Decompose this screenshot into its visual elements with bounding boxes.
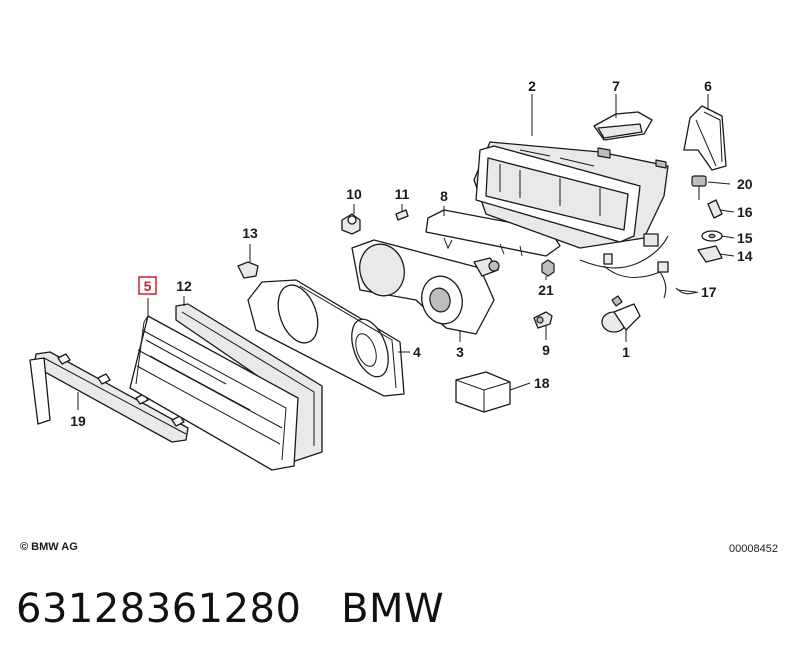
callout-4: 4: [413, 344, 421, 360]
callout-2: 2: [528, 78, 536, 94]
part-6-bracket-cover: [683, 105, 727, 171]
part-20-bolt: [691, 175, 707, 200]
part-number-caption: 63128361280 BMW: [16, 586, 444, 632]
part-number: 63128361280: [16, 586, 302, 632]
callout-11: 11: [395, 186, 410, 202]
callout-13: 13: [242, 225, 258, 241]
wiring-harness: [579, 233, 699, 299]
part-2-main-housing: [473, 141, 669, 249]
callout-9: 9: [542, 342, 550, 358]
part-14-bracket: [697, 245, 723, 263]
part-9-bulb: [533, 311, 553, 329]
headlight-exploded-diagram: 2 7 6 10 11 8 13 20 16 15 14 17 21 9 1 3…: [29, 78, 753, 471]
callout-21: 21: [538, 282, 554, 298]
callout-8: 8: [440, 188, 448, 204]
highlight-box: [138, 276, 157, 295]
part-4-reflector-frame: [247, 279, 405, 397]
part-10-bulb: [341, 213, 361, 235]
part-5-headlight-lens: [129, 315, 299, 471]
part-3-projector-housing: [351, 239, 500, 335]
part-15-washer: [701, 230, 723, 242]
part-16-clip: [707, 199, 723, 219]
callout-labels: 2 7 6 10 11 8 13 20 16 15 14 17 21 9 1 3…: [70, 78, 753, 429]
part-13-clip: [237, 261, 259, 279]
callout-6: 6: [704, 78, 712, 94]
callout-14: 14: [737, 248, 753, 264]
brand-name: BMW: [341, 586, 445, 632]
callout-3: 3: [456, 344, 464, 360]
part-7-cover: [593, 111, 653, 141]
copyright-notice: © BMW AG: [20, 541, 78, 553]
leader-lines: [77, 94, 735, 410]
part-21-nut: [541, 259, 555, 277]
part-18-control-box: [455, 371, 511, 413]
diagram-code: 00008452: [729, 543, 778, 555]
callout-20: 20: [737, 176, 753, 192]
callout-17: 17: [701, 284, 717, 300]
callout-5-highlight: 5: [138, 276, 157, 295]
part-11-bulb: [395, 209, 409, 221]
callout-15: 15: [737, 230, 753, 246]
part-12-gasket: [175, 303, 323, 463]
callout-10: 10: [346, 186, 362, 202]
callout-1: 1: [622, 344, 630, 360]
callout-5: 5: [144, 278, 152, 294]
callout-18: 18: [534, 375, 550, 391]
part-19-seal-strip: [29, 351, 189, 443]
callout-12: 12: [176, 278, 192, 294]
callout-16: 16: [737, 204, 753, 220]
callout-7: 7: [612, 78, 620, 94]
callout-19: 19: [70, 413, 86, 429]
part-1-actuator: [601, 295, 641, 333]
